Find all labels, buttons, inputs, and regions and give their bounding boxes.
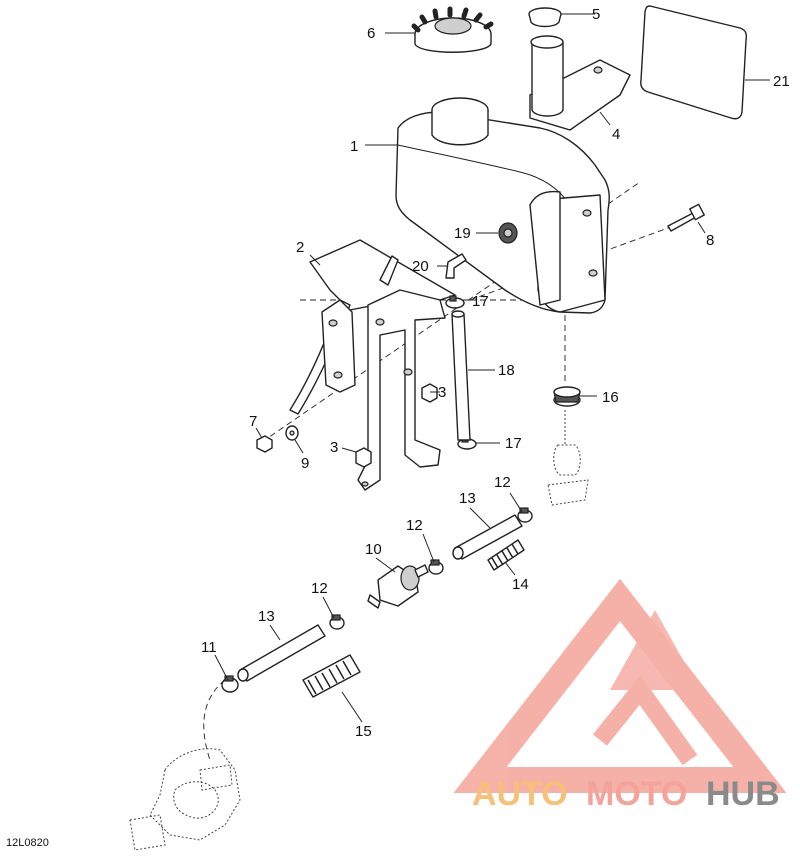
washer-part — [285, 425, 299, 441]
hose-clamp-part-top — [517, 507, 533, 523]
leader-lines — [214, 13, 770, 723]
callout-7: 7 — [249, 413, 257, 430]
callout-14: 14 — [512, 576, 529, 593]
callout-13-lower: 13 — [258, 608, 275, 625]
callout-20: 20 — [412, 258, 429, 275]
nut-part-upper — [421, 383, 438, 403]
callout-12-top: 12 — [494, 474, 511, 491]
callout-1: 1 — [350, 138, 358, 155]
callout-10: 10 — [365, 541, 382, 558]
clamp-part-upper — [445, 295, 465, 309]
callout-16: 16 — [602, 389, 619, 406]
callout-6: 6 — [367, 25, 375, 42]
callout-3-upper: 3 — [438, 384, 446, 401]
callout-12-mid: 12 — [406, 517, 423, 534]
spring-protector-part-small — [487, 539, 525, 571]
callout-17-upper: 17 — [472, 293, 489, 310]
callout-9: 9 — [301, 455, 309, 472]
grommet-part — [528, 7, 562, 28]
callout-8: 8 — [706, 232, 714, 249]
vent-hose-part — [451, 310, 471, 441]
figure-code: 12L0820 — [6, 837, 49, 849]
fuel-hose-part-lower — [237, 624, 326, 682]
filler-neck-part — [529, 35, 631, 131]
callout-15: 15 — [355, 723, 372, 740]
watermark-text-moto: MOTO — [586, 775, 687, 813]
callout-4: 4 — [612, 126, 620, 143]
fuel-hose-part-upper — [452, 514, 523, 560]
nut-part-small — [256, 435, 273, 453]
nut-part-lower — [355, 447, 372, 468]
callout-3-lower: 3 — [330, 439, 338, 456]
callout-2: 2 — [296, 239, 304, 256]
bolt-part — [667, 203, 705, 232]
callout-21: 21 — [773, 73, 790, 90]
callout-labels: 1 2 3 3 4 5 6 7 8 9 10 11 12 12 12 13 13… — [201, 6, 790, 740]
callout-19: 19 — [454, 225, 471, 242]
callout-13-upper: 13 — [459, 490, 476, 507]
decal-part — [640, 5, 748, 120]
watermark-text-hub: HUB — [706, 775, 780, 813]
callout-17-lower: 17 — [505, 435, 522, 452]
watermark-text-auto: AUTO — [472, 775, 568, 813]
tank-part — [395, 97, 610, 314]
hose-clamp-part-mid — [428, 559, 444, 575]
filler-cap-part — [411, 6, 494, 53]
outlet-valve-part — [547, 410, 589, 506]
bushing-part — [498, 222, 518, 244]
outlet-grommet-part — [553, 386, 581, 407]
clamp-part-bottom — [221, 675, 239, 693]
watermark-logo — [453, 578, 787, 793]
spring-protector-part-large — [302, 654, 361, 698]
hose-clamp-part-low — [329, 614, 345, 630]
carburetor-reference-part — [129, 748, 241, 851]
callout-12-low: 12 — [311, 580, 328, 597]
elbow-fitting-part — [445, 253, 467, 279]
fuel-filter-part — [367, 564, 429, 609]
callout-18: 18 — [498, 362, 515, 379]
support-bracket-part — [321, 289, 446, 491]
callout-5: 5 — [592, 6, 600, 23]
callout-11: 11 — [201, 639, 217, 656]
